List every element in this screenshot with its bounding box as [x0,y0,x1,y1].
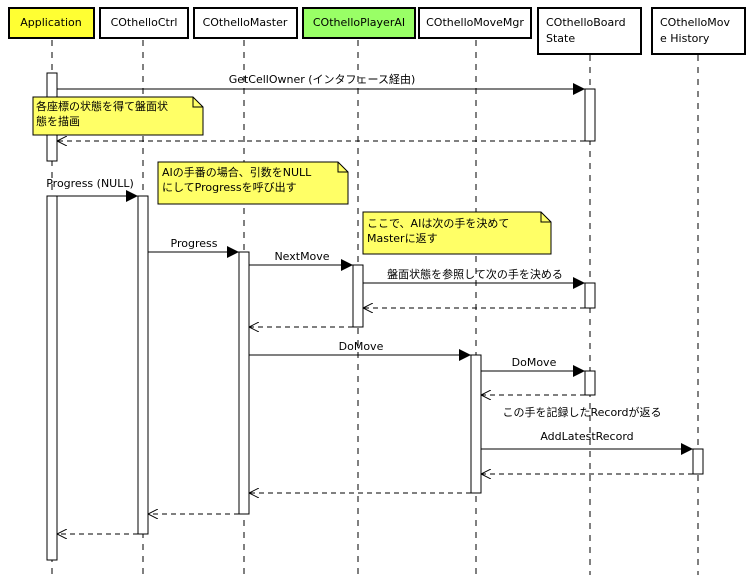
header-history: COthelloMov e History [651,7,746,55]
header-movemgr: COthelloMoveMgr [418,7,532,39]
note-ai-turn: AIの手番の場合、引数をNULL にしてProgressを呼び出す [157,161,349,205]
header-ctrl-label: COthelloCtrl [111,16,178,29]
header-history-label-line2: e History [660,32,710,45]
message-label-board-query: 盤面状態を参照して次の手を決める [387,267,563,281]
header-ctrl: COthelloCtrl [99,7,189,39]
header-board-label-line1: COthelloBoard [546,16,626,29]
message-label-progress: Progress [171,237,218,250]
note-draw-board-line2: 態を描画 [36,114,80,128]
message-label-progress-null: Progress (NULL) [46,177,134,190]
activation-master [238,251,250,515]
header-application-label: Application [20,16,81,29]
message-label-domove-1: DoMove [339,340,384,353]
header-player: COthelloPlayerAI [302,7,416,39]
activation-board-3 [584,370,596,396]
message-label-getcellowner: GetCellOwner (インタフェース経由) [229,72,416,86]
header-board: COthelloBoard State [537,7,642,55]
message-label-addlatestrecord: AddLatestRecord [540,430,633,443]
activation-board-2 [584,282,596,309]
note-draw-board-line1: 各座標の状態を得て盤面状 [36,99,168,113]
header-movemgr-label: COthelloMoveMgr [426,16,524,29]
activation-board-1 [584,88,596,142]
header-master: COthelloMaster [193,7,298,39]
header-board-label-line2: State [546,32,575,45]
activation-history [692,448,704,475]
header-master-label: COthelloMaster [203,16,288,29]
message-label-nextmove: NextMove [274,250,329,263]
activation-movemgr [470,354,482,494]
note-ai-turn-line1: AIの手番の場合、引数をNULL [162,165,312,179]
activation-app-2 [46,195,58,561]
message-label-domove-2: DoMove [512,356,557,369]
header-application: Application [8,7,95,39]
header-player-label: COthelloPlayerAI [313,16,405,29]
note-draw-board: 各座標の状態を得て盤面状 態を描画 [32,96,204,136]
header-history-label-line1: COthelloMov [660,16,730,29]
note-ai-decides: ここで、AIは次の手を決めて Masterに返す [362,211,552,255]
note-ai-decides-line2: Masterに返す [367,232,438,245]
activation-player [352,264,364,328]
note-ai-turn-line2: にしてProgressを呼び出す [162,180,297,194]
note-ai-decides-line1: ここで、AIは次の手を決めて [367,216,509,230]
message-label-record-returned: この手を記録したRecordが返る [502,405,661,419]
activation-ctrl [137,195,149,535]
